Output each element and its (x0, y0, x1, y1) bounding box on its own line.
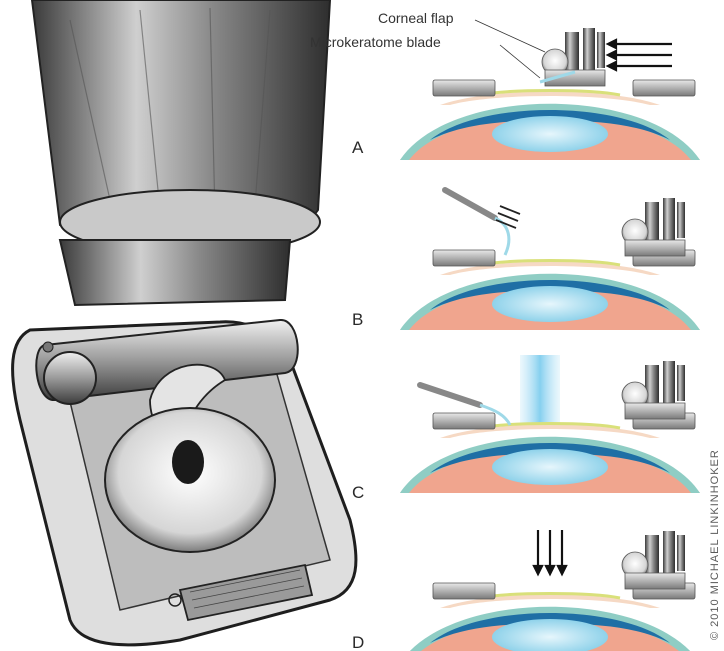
panel-c: C (352, 355, 700, 502)
corneal-flap-label: Corneal flap (378, 10, 454, 26)
leader-flap (475, 20, 545, 52)
panel-letter-d: D (352, 633, 364, 651)
copyright-credit: © 2010 MICHAEL LINKINHOKER (709, 449, 721, 640)
panel-a: Corneal flap Microkeratome blade A (310, 10, 700, 160)
eye-cross-section-a (400, 91, 700, 161)
reposition-arrows (534, 530, 566, 574)
forceps-c (420, 385, 480, 405)
microkeratome-head-d (622, 531, 685, 589)
microkeratome-head-b (622, 198, 685, 256)
microkeratome-head-c (622, 361, 685, 419)
panel-letter-c: C (352, 483, 364, 502)
eye-cross-section-b (400, 261, 700, 331)
advance-arrows (608, 40, 672, 70)
panel-d: D (352, 530, 700, 651)
laser-beam (520, 355, 560, 425)
panel-letter-b: B (352, 310, 363, 329)
panel-letter-a: A (352, 138, 364, 157)
microkeratome-sketch (13, 0, 356, 645)
eye-cross-section-c (400, 424, 700, 494)
eye-cross-section-d (400, 594, 700, 651)
leader-blade (500, 45, 540, 78)
panel-b: B (352, 190, 700, 330)
microkeratome-blade-label: Microkeratome blade (310, 34, 441, 50)
lift-arrows (496, 206, 520, 228)
forceps-b (445, 190, 495, 218)
